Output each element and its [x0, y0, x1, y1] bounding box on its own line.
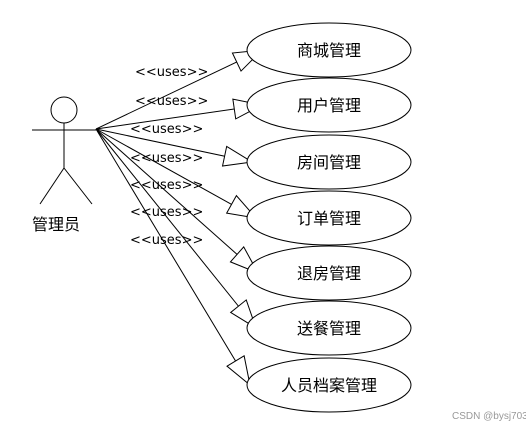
use-case-label: 用户管理	[297, 96, 361, 115]
uses-label: <<uses>>	[130, 122, 203, 137]
use-case-label: 房间管理	[297, 153, 361, 172]
use-case-ellipse	[246, 245, 412, 301]
uses-labels: <<uses>> <<uses>> <<uses>> <<uses>> <<uses>>…	[130, 65, 208, 248]
use-case-ellipse	[246, 300, 412, 356]
use-case-label: 订单管理	[297, 209, 361, 228]
association-line	[95, 49, 263, 130]
uses-label: <<uses>>	[130, 151, 203, 166]
actor-left-leg	[39, 167, 65, 205]
actor-figure	[32, 96, 96, 205]
arrowhead	[226, 355, 251, 387]
use-case-label: 送餐管理	[297, 319, 361, 338]
uses-label: <<uses>>	[130, 178, 203, 193]
uses-label: <<uses>>	[130, 233, 203, 248]
actor-head	[50, 96, 78, 124]
uses-label: <<uses>>	[130, 205, 203, 220]
use-case-ellipse	[246, 357, 412, 413]
use-case-label: 退房管理	[297, 264, 361, 283]
use-case-ellipse	[246, 77, 412, 133]
uses-label: <<uses>>	[135, 65, 208, 80]
use-case-label: 人员档案管理	[281, 376, 377, 395]
association-line	[95, 128, 257, 219]
use-case-ellipse	[246, 22, 412, 78]
association-line	[95, 128, 257, 329]
association-line	[95, 128, 251, 386]
use-case-ellipse	[246, 190, 412, 246]
arrowhead	[221, 145, 254, 167]
watermark: CSDN @bysj703	[452, 411, 526, 422]
actor-right-leg	[63, 167, 93, 205]
use-case-ellipse	[246, 134, 412, 190]
actor-name: 管理员	[32, 215, 80, 234]
use-case-label: 商城管理	[297, 41, 361, 60]
uses-label: <<uses>>	[135, 94, 208, 109]
association-line	[95, 128, 259, 274]
